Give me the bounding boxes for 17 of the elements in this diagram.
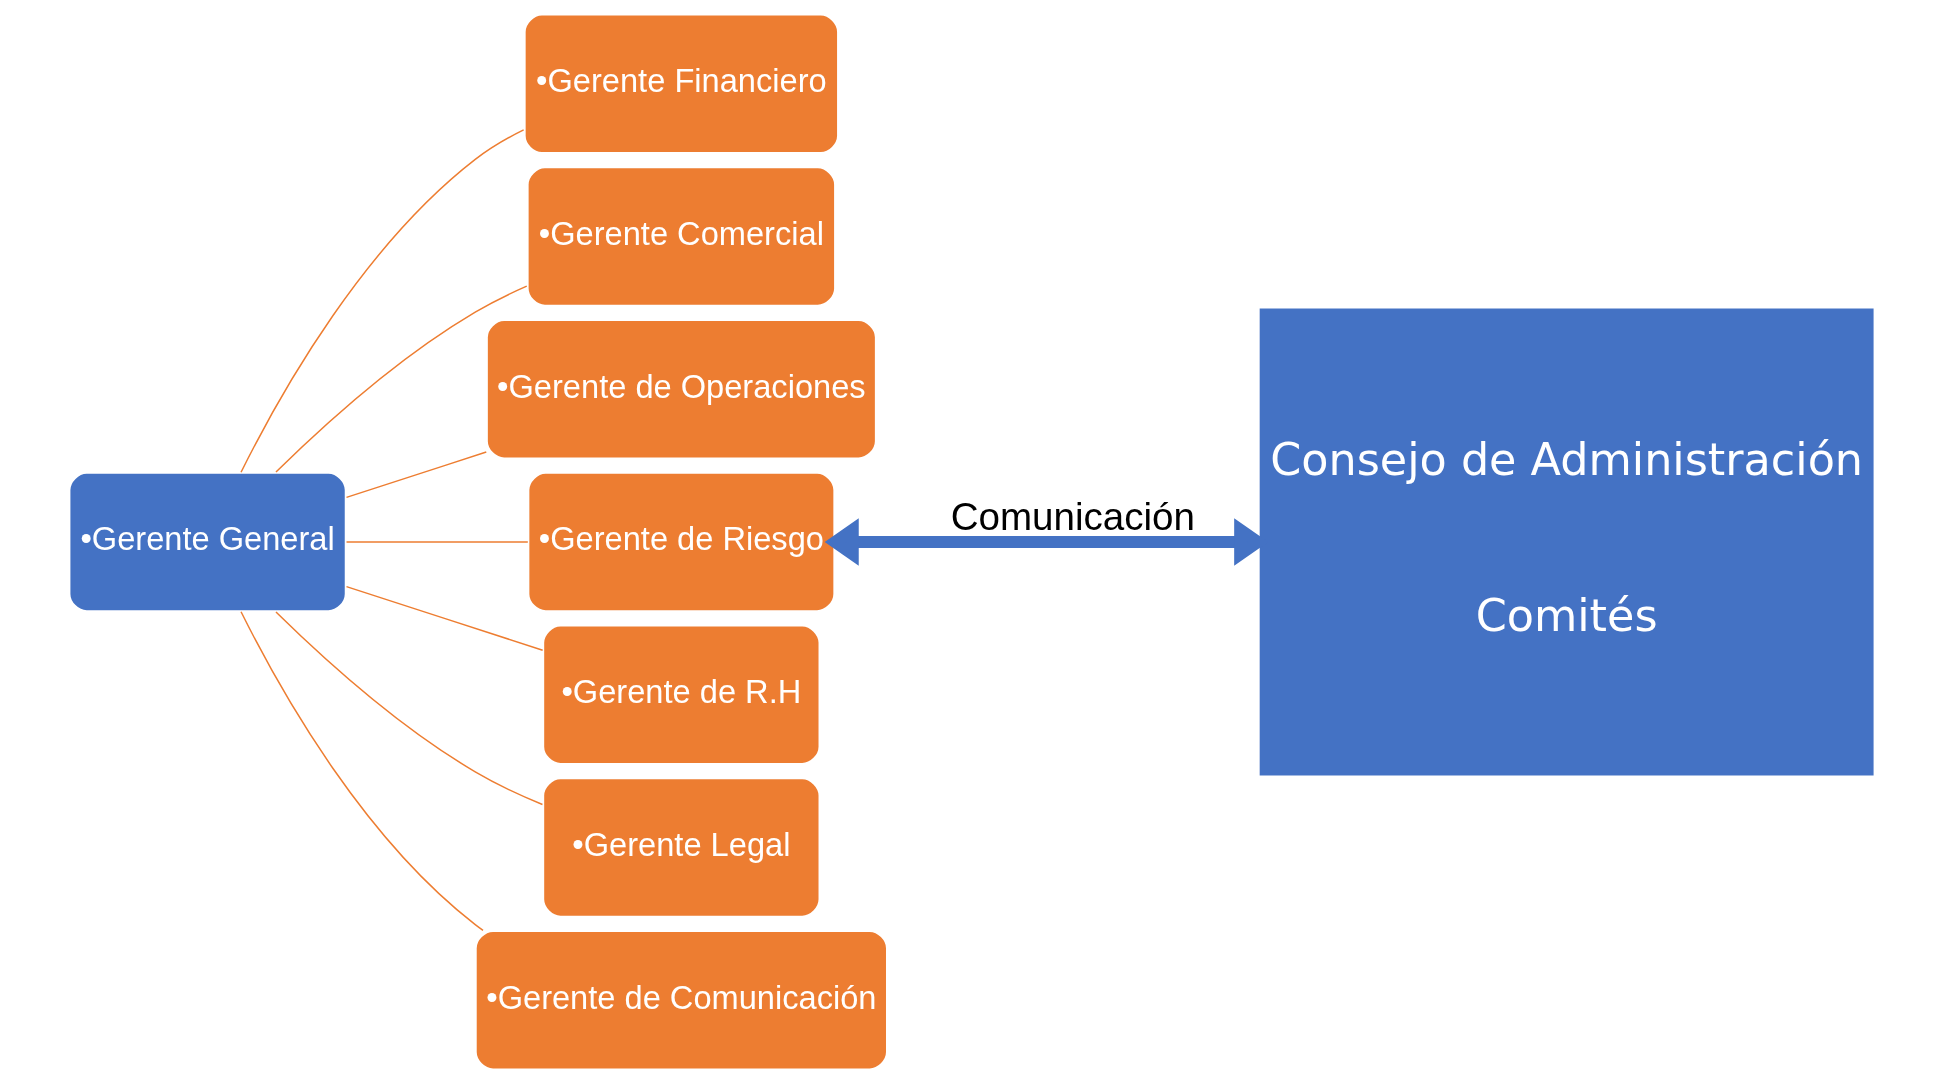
connector xyxy=(345,585,544,651)
connector xyxy=(240,611,484,932)
node-box: •Gerente de Operaciones xyxy=(484,318,878,461)
node-box: •Gerente General xyxy=(67,470,348,614)
node-box: •Gerente Financiero xyxy=(522,12,841,155)
connector xyxy=(345,541,529,543)
node-box: •Gerente Legal xyxy=(541,776,822,919)
connector xyxy=(240,129,525,473)
node-box: •Gerente de Riesgo xyxy=(526,470,837,614)
node-box: •Gerente de R.H xyxy=(541,623,822,766)
edge-label: Comunicación xyxy=(950,494,1195,538)
connector xyxy=(345,451,487,499)
node-box: •Gerente Comercial xyxy=(525,165,838,308)
node-box: Consejo de Administración Comités xyxy=(1256,305,1877,779)
connector xyxy=(275,285,528,473)
node-box: •Gerente de Comunicación xyxy=(473,929,889,1072)
connector xyxy=(275,611,544,806)
